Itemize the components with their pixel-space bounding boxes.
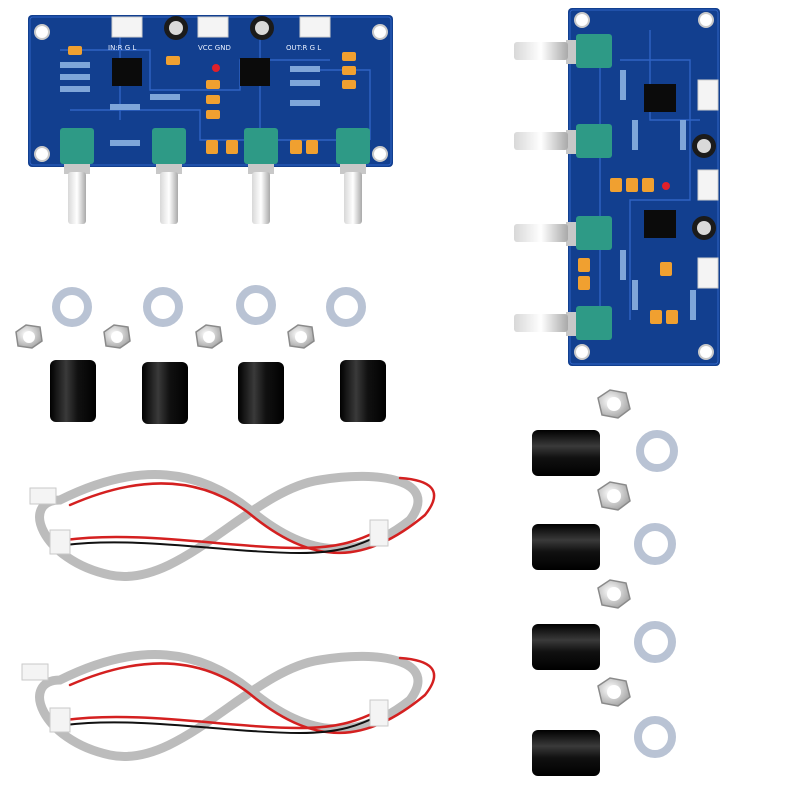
header-connectors-b [697,79,719,289]
electrolytic-capacitors-b [692,134,716,240]
hex-nut-holes-column [607,397,621,699]
tone-board-vertical [514,8,720,366]
tone-board-horizontal: IN:R G L VCC GND OUT:R G L [28,15,393,224]
mounting-holes [34,24,388,162]
input-label: IN:R G L [108,44,136,52]
potentiometer-column [514,34,612,340]
ceramic-capacitors-b [578,178,678,324]
op-amp-chips [112,58,270,86]
mounting-holes-b [574,12,714,360]
washers-row [52,285,366,327]
hex-nuts-column [597,389,631,707]
black-knobs-column [532,430,600,776]
potentiometer-3 [244,128,278,224]
potentiometer-row [60,128,370,224]
potentiometer-4 [336,128,370,224]
hardware-set-top [15,285,386,424]
potentiometer-b4 [514,306,612,340]
header-connectors [111,16,331,38]
electrolytic-capacitors [164,16,274,40]
op-amp-chips-b [644,84,676,238]
resistors-b [620,70,696,320]
hex-nut-holes-row [23,331,307,343]
resistors [60,62,320,146]
connector-cable-2 [35,650,436,761]
output-label: OUT:R G L [286,44,321,52]
cable-1-plugs [29,487,389,555]
potentiometer-b2 [514,124,612,158]
black-knobs-row [50,360,386,424]
potentiometer-2 [152,128,186,224]
hardware-set-right [532,389,678,776]
power-led-b [662,182,670,190]
cable-2-plugs [21,663,389,733]
power-label: VCC GND [198,44,231,52]
potentiometer-b3 [514,216,612,250]
connector-cable-1 [35,470,436,581]
hex-nuts-row [15,324,315,349]
washers-column [634,430,678,758]
ceramic-capacitors [68,46,356,154]
power-led [212,64,220,72]
potentiometer-1 [60,128,94,224]
potentiometer-b1 [514,34,612,68]
